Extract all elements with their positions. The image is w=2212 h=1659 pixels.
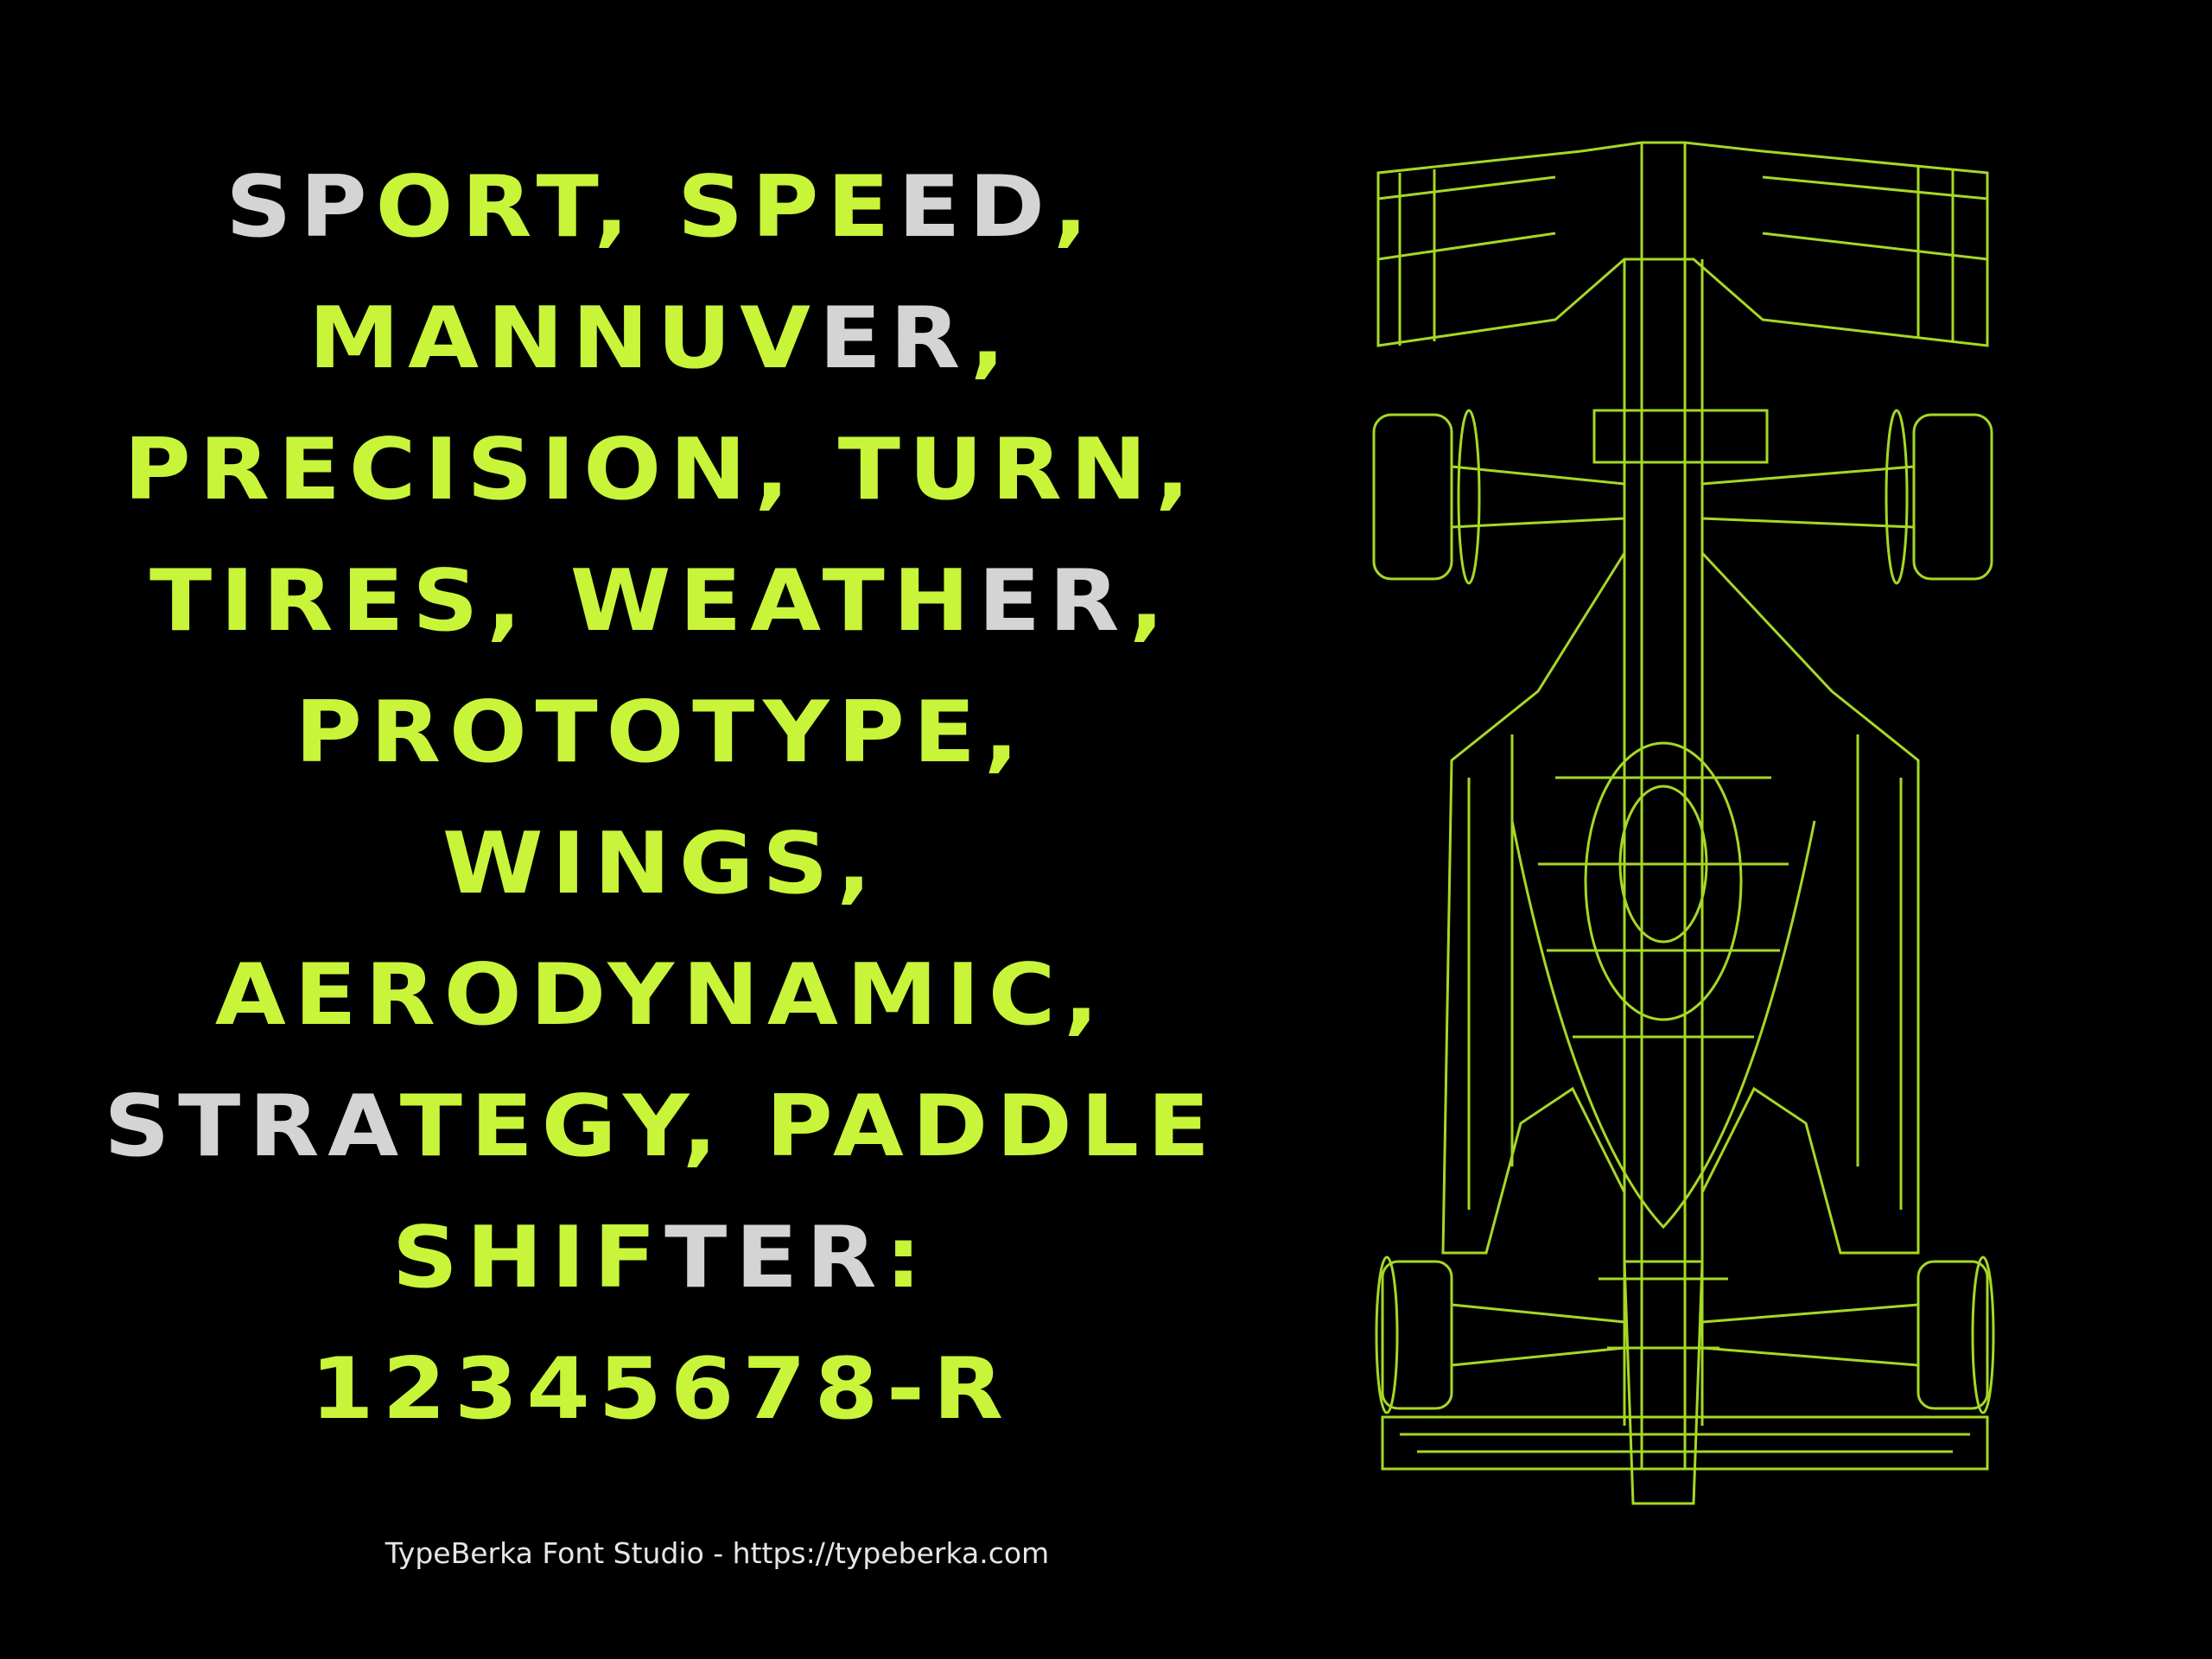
green-text-segment: MANNUV — [308, 289, 819, 388]
specimen-line: AERODYNAMIC, — [0, 935, 1338, 1066]
green-text-segment: TIRES, WEATH — [149, 552, 978, 651]
green-text-segment: , — [969, 289, 1014, 388]
silver-text-segment: ER — [818, 289, 970, 388]
silver-text-segment: ER — [977, 552, 1130, 651]
silver-text-segment: TER — [664, 1209, 886, 1307]
green-text-segment: TEGY, PADDLE — [399, 1077, 1218, 1176]
silver-text-segment: ED — [898, 158, 1053, 257]
silver-text-segment: STRA — [104, 1077, 400, 1176]
green-text-segment: , — [1052, 158, 1096, 257]
green-text-segment: AERODYNAMIC, — [214, 946, 1108, 1045]
green-text-segment: WINGS, — [442, 815, 880, 913]
specimen-line: MANNUVER, — [0, 278, 1338, 410]
specimen-line: SPORT, SPEED, — [0, 147, 1338, 278]
green-text-segment: ORT, SPE — [375, 158, 899, 257]
specimen-line: PROTOTYPE, — [0, 672, 1338, 804]
specimen-line: STRATEGY, PADDLE — [0, 1066, 1338, 1198]
green-text-segment: PRECISION, TURN, — [124, 421, 1198, 519]
green-text-segment: SHIF — [391, 1209, 665, 1307]
specimen-line: TIRES, WEATHER, — [0, 541, 1338, 672]
specimen-line: SHIFTER: — [0, 1198, 1338, 1329]
specimen-line: WINGS, — [0, 804, 1338, 935]
green-text-segment: 12345678-R — [310, 1340, 1012, 1439]
specimen-line: 12345678-R — [0, 1329, 1338, 1460]
green-text-segment: , — [1129, 552, 1173, 651]
footer-credit: TypeBerka Font Studio - https://typeberk… — [385, 1536, 1050, 1570]
silver-text-segment: SP — [226, 158, 376, 257]
specimen-text: SPORT, SPEED,MANNUVER,PRECISION, TURN,TI… — [35, 147, 1287, 1460]
green-text-segment: : — [885, 1209, 931, 1307]
green-text-segment: PROTOTYPE, — [295, 683, 1027, 782]
specimen-line: PRECISION, TURN, — [0, 410, 1338, 541]
